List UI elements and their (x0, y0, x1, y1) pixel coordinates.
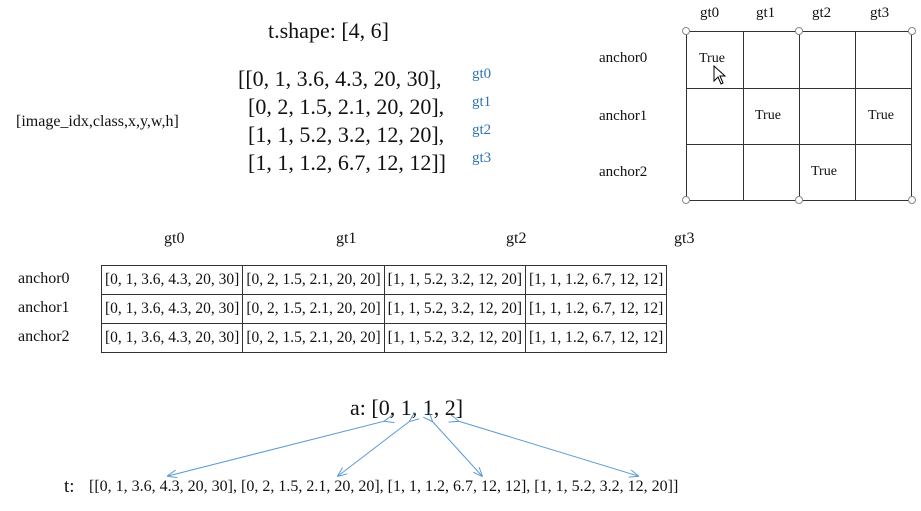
shape-title: t.shape: [4, 6] (268, 18, 389, 43)
gt-row-2: [1, 1, 5.2, 3.2, 12, 20], (248, 122, 444, 148)
arrow-line (432, 421, 482, 476)
gt-row-text: [1, 1, 5.2, 3.2, 12, 20], (248, 122, 445, 147)
matrix-col-gt0: gt0 (164, 230, 185, 247)
format-label: [image_idx,class,x,y,w,h] (16, 113, 179, 130)
gt-tag-3: gt3 (472, 150, 492, 166)
grid-col-gt0: gt0 (700, 5, 720, 21)
resize-handle[interactable] (795, 27, 803, 35)
arrow-line (458, 421, 638, 476)
resize-handle[interactable] (908, 196, 916, 204)
grid-divider (687, 144, 911, 145)
matrix-cell: [0, 2, 1.5, 2.1, 20, 20] (242, 323, 385, 353)
matrix-row-anchor1: anchor1 (18, 299, 70, 316)
gt-tag-0: gt0 (472, 66, 492, 82)
grid-row-anchor1: anchor1 (599, 108, 648, 124)
resize-handle[interactable] (682, 27, 690, 35)
grid-cell-true: True (755, 108, 781, 123)
matrix-col-gt2: gt2 (506, 230, 527, 247)
grid-divider (855, 32, 856, 200)
grid-col-gt3: gt3 (870, 5, 890, 21)
matrix-row-anchor2: anchor2 (18, 328, 70, 345)
resize-handle[interactable] (795, 196, 803, 204)
grid-divider (799, 32, 800, 200)
matrix-col-gt1: gt1 (336, 230, 357, 247)
gt-row-3: [1, 1, 1.2, 6.7, 12, 12]] (248, 150, 446, 176)
gt-tag-2: gt2 (472, 122, 492, 138)
grid-cell-true: True (868, 108, 894, 123)
grid-row-anchor0: anchor0 (599, 50, 648, 66)
matrix-cell: [1, 1, 5.2, 3.2, 12, 20] (383, 323, 526, 353)
gt-row-text: [1, 1, 1.2, 6.7, 12, 12]] (248, 150, 446, 175)
table-row: [0, 1, 3.6, 4.3, 20, 30] [0, 2, 1.5, 2.1… (100, 265, 668, 295)
mouse-cursor-icon (713, 65, 727, 85)
t-label: t: (64, 476, 75, 497)
table-row: [0, 1, 3.6, 4.3, 20, 30] [0, 2, 1.5, 2.1… (100, 294, 668, 324)
t-values: [[0, 1, 3.6, 4.3, 20, 30], [0, 2, 1.5, 2… (89, 478, 679, 495)
matrix-cell: [1, 1, 5.2, 3.2, 12, 20] (383, 265, 526, 295)
gt-row-text: [0, 2, 1.5, 2.1, 20, 20], (248, 94, 445, 119)
matrix-cell: [0, 2, 1.5, 2.1, 20, 20] (242, 294, 385, 324)
grid-divider (743, 32, 744, 200)
gt-row-0: [[0, 1, 3.6, 4.3, 20, 30], (238, 66, 441, 92)
matrix-cell: [0, 1, 3.6, 4.3, 20, 30] (100, 323, 244, 353)
gt-row-text: [[0, 1, 3.6, 4.3, 20, 30], (238, 66, 442, 91)
anchor-gt-matrix: [0, 1, 3.6, 4.3, 20, 30] [0, 2, 1.5, 2.1… (100, 265, 668, 353)
grid-cell-true: True (699, 51, 725, 66)
arrow-line (168, 421, 385, 476)
gt-row-1: [0, 2, 1.5, 2.1, 20, 20], (248, 94, 444, 120)
grid-cell-true: True (811, 164, 837, 179)
matrix-cell: [1, 1, 5.2, 3.2, 12, 20] (383, 294, 526, 324)
grid-col-gt1: gt1 (756, 5, 776, 21)
arrow-line (338, 421, 410, 476)
matrix-cell: [1, 1, 1.2, 6.7, 12, 12] (524, 323, 668, 353)
matrix-cell: [1, 1, 1.2, 6.7, 12, 12] (524, 265, 668, 295)
resize-handle[interactable] (682, 196, 690, 204)
table-row: [0, 1, 3.6, 4.3, 20, 30] [0, 2, 1.5, 2.1… (100, 323, 668, 353)
matrix-col-gt3: gt3 (674, 230, 695, 247)
gt-tag-1: gt1 (472, 94, 492, 110)
grid-row-anchor2: anchor2 (599, 164, 648, 180)
matrix-row-anchor0: anchor0 (18, 270, 70, 287)
resize-handle[interactable] (908, 27, 916, 35)
matrix-cell: [0, 1, 3.6, 4.3, 20, 30] (100, 294, 244, 324)
grid-col-gt2: gt2 (812, 5, 832, 21)
matrix-cell: [0, 1, 3.6, 4.3, 20, 30] (100, 265, 244, 295)
grid-divider (687, 88, 911, 89)
